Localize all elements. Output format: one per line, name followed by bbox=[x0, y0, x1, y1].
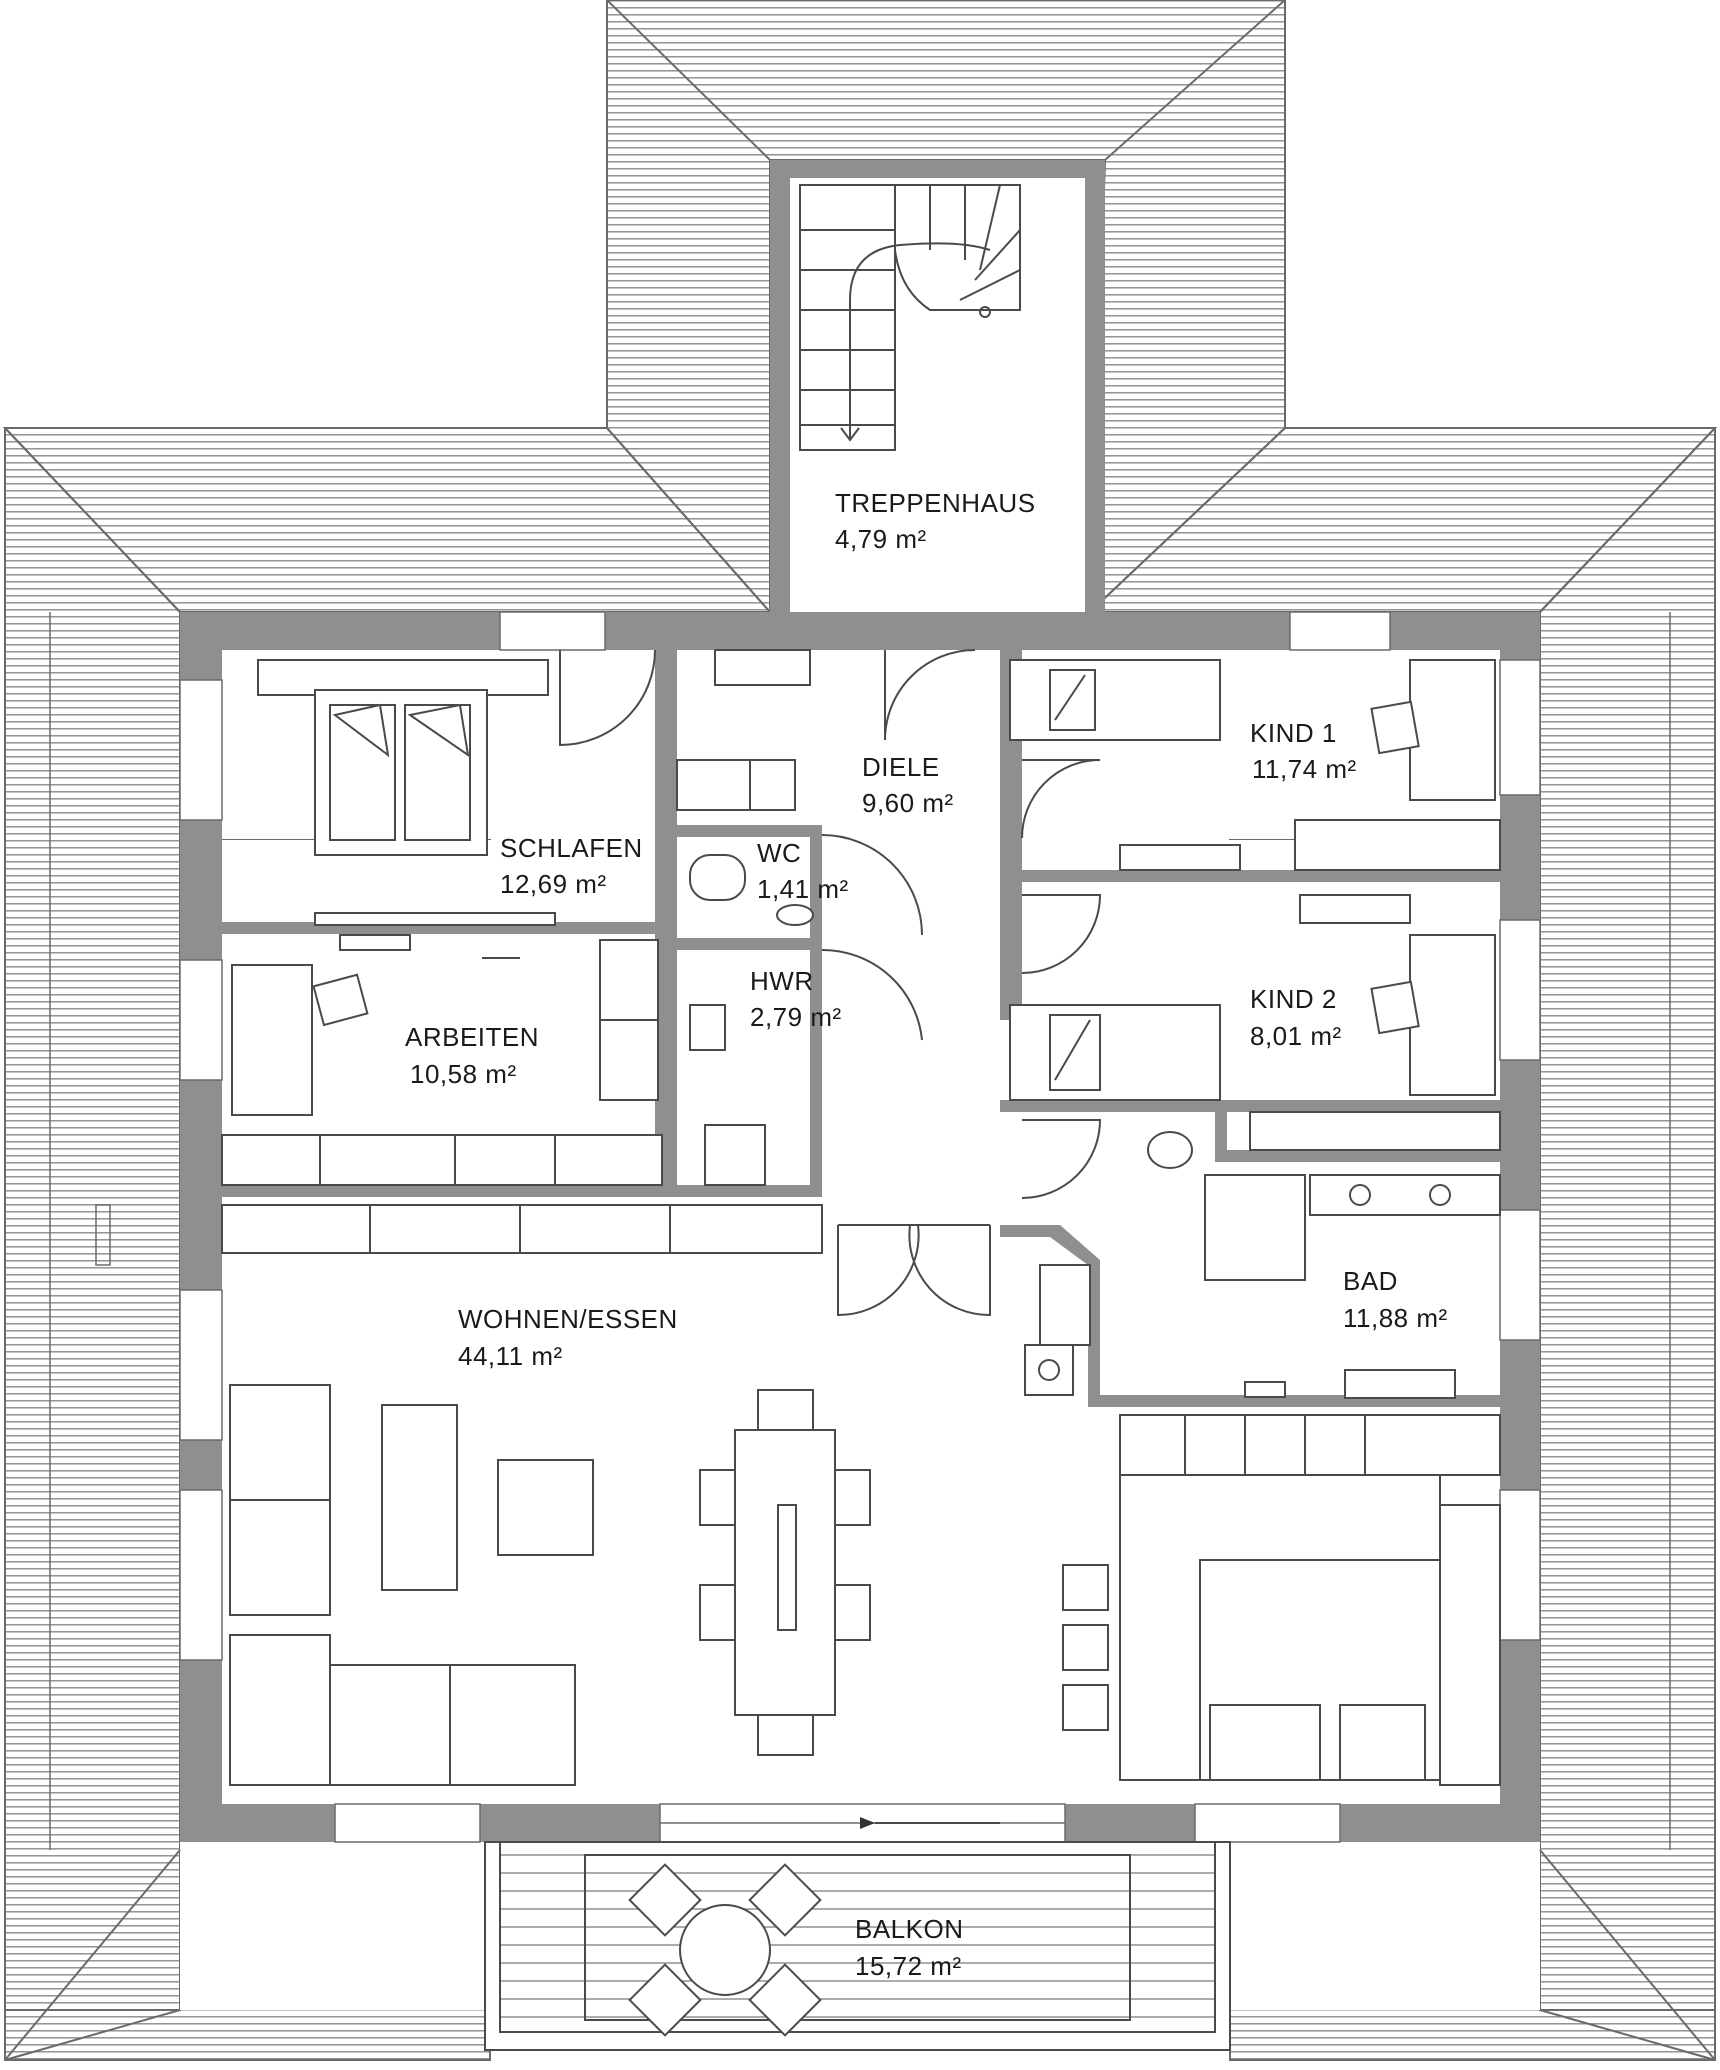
room-kind1-area: 11,74 m² bbox=[1252, 754, 1357, 784]
room-labels: TREPPENHAUS 4,79 m² DIELE 9,60 m² SCHLAF… bbox=[405, 488, 1448, 1981]
room-wohnen-essen-name: WOHNEN/ESSEN bbox=[458, 1304, 678, 1334]
room-kind1-name: KIND 1 bbox=[1250, 718, 1337, 748]
stairwell bbox=[770, 160, 1105, 620]
room-diele-name: DIELE bbox=[862, 752, 940, 782]
room-kind2-name: KIND 2 bbox=[1250, 984, 1337, 1014]
room-schlafen-area: 12,69 m² bbox=[500, 869, 607, 899]
walls bbox=[180, 612, 1540, 1842]
doors bbox=[559, 649, 1102, 1317]
room-kind2-area: 8,01 m² bbox=[1250, 1021, 1342, 1051]
room-bad-name: BAD bbox=[1343, 1266, 1398, 1296]
room-hwr-area: 2,79 m² bbox=[750, 1002, 842, 1032]
room-treppenhaus-name: TREPPENHAUS bbox=[835, 488, 1036, 518]
room-hwr-name: HWR bbox=[750, 966, 814, 996]
room-arbeiten-area: 10,58 m² bbox=[410, 1059, 517, 1089]
room-arbeiten-name: ARBEITEN bbox=[405, 1022, 539, 1052]
room-treppenhaus-area: 4,79 m² bbox=[835, 524, 927, 554]
room-wc-area: 1,41 m² bbox=[757, 874, 849, 904]
room-bad-area: 11,88 m² bbox=[1343, 1303, 1448, 1333]
room-balkon-area: 15,72 m² bbox=[855, 1951, 962, 1981]
room-wohnen-essen-area: 44,11 m² bbox=[458, 1341, 563, 1371]
room-balkon-name: BALKON bbox=[855, 1914, 964, 1944]
furniture bbox=[221, 649, 1501, 1786]
room-diele-area: 9,60 m² bbox=[862, 788, 954, 818]
room-wc-name: WC bbox=[757, 838, 801, 868]
windows bbox=[179, 611, 1541, 1843]
balcony bbox=[484, 1841, 1231, 2051]
room-schlafen-name: SCHLAFEN bbox=[500, 833, 643, 863]
